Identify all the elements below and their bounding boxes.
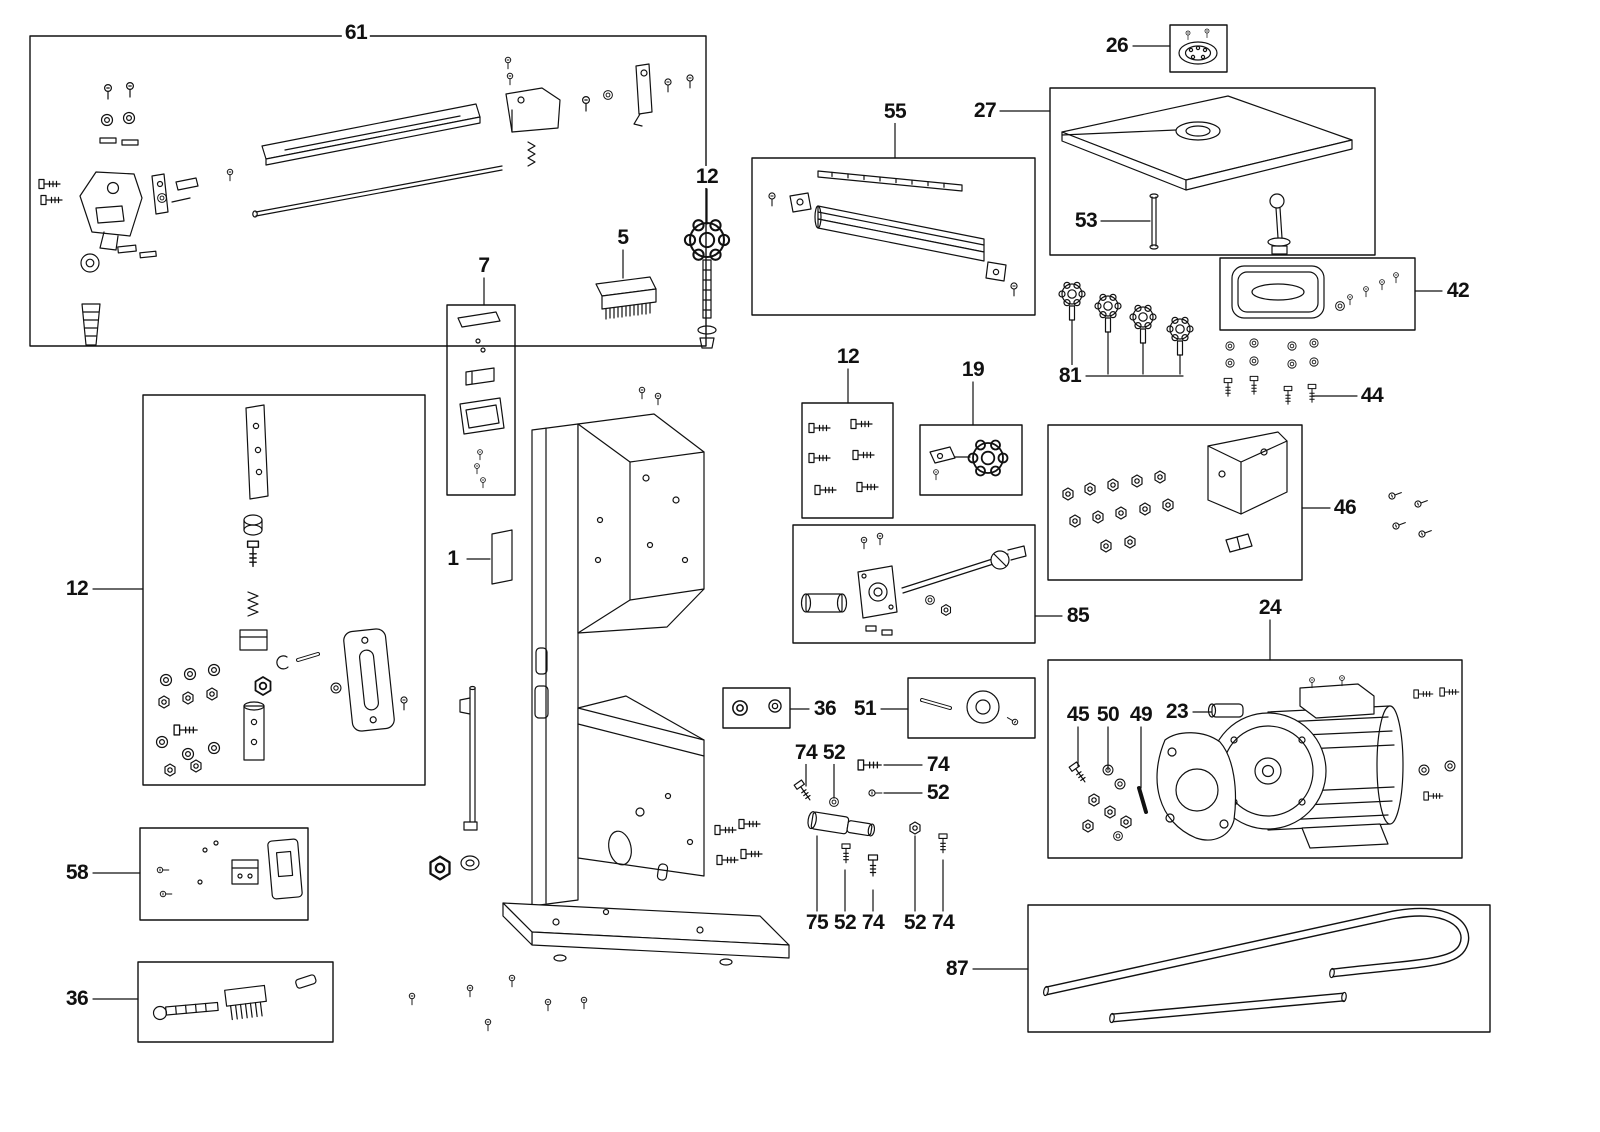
callout-36a: 36 <box>810 697 840 721</box>
callout-5: 5 <box>614 226 632 250</box>
box-58 <box>139 827 309 921</box>
box-36a <box>722 687 791 729</box>
callout-50: 50 <box>1093 703 1123 727</box>
group-51-roller <box>920 690 1020 727</box>
callout-52b: 52 <box>923 781 953 805</box>
callout-45: 45 <box>1063 703 1093 727</box>
callout-74a: 74 <box>791 741 821 765</box>
box-24 <box>1047 659 1463 859</box>
group-36b-brush <box>152 974 317 1021</box>
callout-51: 51 <box>850 697 880 721</box>
callout-74f: 74 <box>928 911 958 935</box>
group-42-chute <box>1231 265 1399 319</box>
callout-1: 1 <box>444 547 462 571</box>
box-55 <box>751 157 1036 316</box>
callout-12a: 12 <box>692 165 722 189</box>
box-85 <box>792 524 1036 644</box>
group-44-fasteners <box>1223 338 1319 405</box>
callout-26: 26 <box>1102 34 1132 58</box>
box-12c <box>142 394 426 786</box>
part-12-lock-knob <box>683 219 731 349</box>
callout-81: 81 <box>1055 364 1085 388</box>
callout-74e: 74 <box>858 911 888 935</box>
group-center-fasteners <box>793 759 948 877</box>
group-46-bracket <box>1062 431 1433 553</box>
box-42 <box>1219 257 1416 331</box>
group-12c-parts <box>155 404 408 777</box>
callout-46: 46 <box>1330 496 1360 520</box>
group-81-knobs <box>1058 281 1194 375</box>
callout-53: 53 <box>1071 209 1101 233</box>
box-87 <box>1027 904 1491 1033</box>
callout-52e: 52 <box>830 911 860 935</box>
group-19-knob <box>929 439 1009 481</box>
box-36b <box>137 961 334 1043</box>
callout-52f: 52 <box>900 911 930 935</box>
callout-74b: 74 <box>923 753 953 777</box>
box-12b <box>801 402 894 519</box>
group-27-table <box>1061 95 1353 255</box>
callout-36b: 36 <box>62 987 92 1011</box>
callout-49: 49 <box>1126 703 1156 727</box>
group-12b-bolts <box>808 418 879 496</box>
box-27 <box>1049 87 1376 256</box>
callout-85: 85 <box>1063 604 1093 628</box>
part-5-brush <box>595 276 657 320</box>
callout-44: 44 <box>1357 384 1387 408</box>
box-51 <box>907 677 1036 739</box>
callout-75: 75 <box>802 911 832 935</box>
group-85-shaft <box>800 532 1027 636</box>
callout-23: 23 <box>1162 700 1192 724</box>
leader-lines <box>92 45 1443 1000</box>
callout-12b: 12 <box>833 345 863 369</box>
callout-55: 55 <box>880 100 910 124</box>
group-58-switch <box>156 838 303 900</box>
callout-27: 27 <box>970 99 1000 123</box>
callout-61: 61 <box>341 21 371 45</box>
callout-42: 42 <box>1443 279 1473 303</box>
group-87-stand-tubes <box>1043 907 1470 1024</box>
callout-58: 58 <box>62 861 92 885</box>
box-26 <box>1169 24 1228 73</box>
box-46 <box>1047 424 1303 581</box>
part-1-plate <box>491 529 513 585</box>
box-7 <box>446 304 516 496</box>
callout-7: 7 <box>475 254 493 278</box>
group-61-blade-guide-parts <box>38 56 694 346</box>
callout-19: 19 <box>958 358 988 382</box>
group-36a-washers <box>732 699 782 716</box>
group-26-insert-plate <box>1178 28 1218 65</box>
callout-12c: 12 <box>62 577 92 601</box>
part-main-frame-stand <box>408 386 790 1032</box>
callout-24: 24 <box>1255 596 1285 620</box>
box-19 <box>919 424 1023 496</box>
callout-87: 87 <box>942 957 972 981</box>
group-55-fence <box>768 170 1018 297</box>
group-boxes <box>29 24 1491 1043</box>
callout-52a: 52 <box>819 741 849 765</box>
group-7-parts <box>457 311 505 489</box>
group-24-motor <box>1068 675 1460 849</box>
